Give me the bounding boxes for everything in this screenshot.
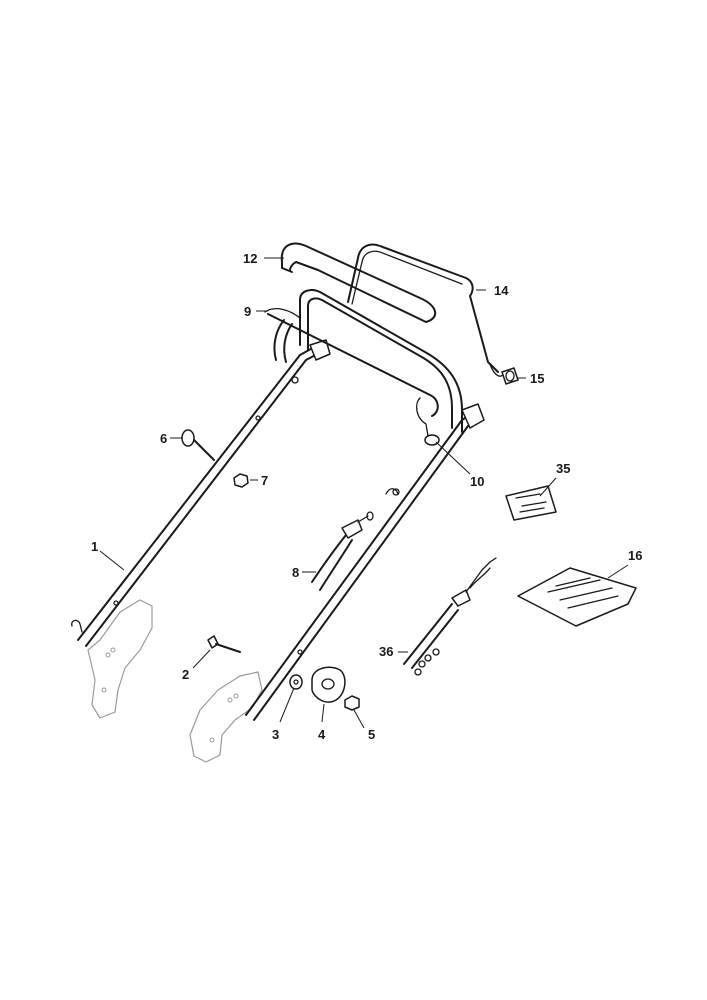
handle-bolt-6 (181, 429, 215, 461)
callout-labels: 1 2 3 4 5 6 7 8 9 10 12 14 15 16 35 36 (91, 251, 642, 742)
lower-handle-right (245, 403, 485, 721)
callout-35: 35 (556, 461, 570, 476)
nut-5 (344, 695, 360, 711)
callout-5: 5 (368, 727, 375, 742)
callout-6: 6 (160, 431, 167, 446)
washer-3 (289, 674, 303, 690)
callout-12: 12 (243, 251, 257, 266)
upper-handle-loop (264, 289, 463, 433)
nut-7 (233, 473, 249, 488)
callout-10: 10 (470, 474, 484, 489)
parts-bag-16 (517, 567, 637, 627)
cable-36 (403, 557, 497, 676)
callout-36: 36 (379, 644, 393, 659)
cap-15 (501, 367, 519, 385)
callout-9: 9 (244, 304, 251, 319)
control-bail (280, 242, 436, 323)
callout-3: 3 (272, 727, 279, 742)
callout-7: 7 (261, 473, 268, 488)
callout-8: 8 (292, 565, 299, 580)
callout-1: 1 (91, 539, 98, 554)
ghost-bracket-right (189, 671, 263, 763)
callout-15: 15 (530, 371, 544, 386)
lower-handle-left (71, 339, 331, 647)
bail-wire (347, 243, 505, 377)
callout-16: 16 (628, 548, 642, 563)
cable-8 (311, 488, 399, 591)
callout-2: 2 (182, 667, 189, 682)
leader-lines (99, 257, 629, 729)
bolt-2 (207, 635, 241, 653)
callout-4: 4 (318, 727, 326, 742)
callout-14: 14 (494, 283, 509, 298)
fitting-10 (415, 397, 440, 446)
parts-bag-35 (505, 485, 557, 521)
knob-4 (311, 666, 346, 703)
ghost-bracket-left (87, 599, 153, 719)
